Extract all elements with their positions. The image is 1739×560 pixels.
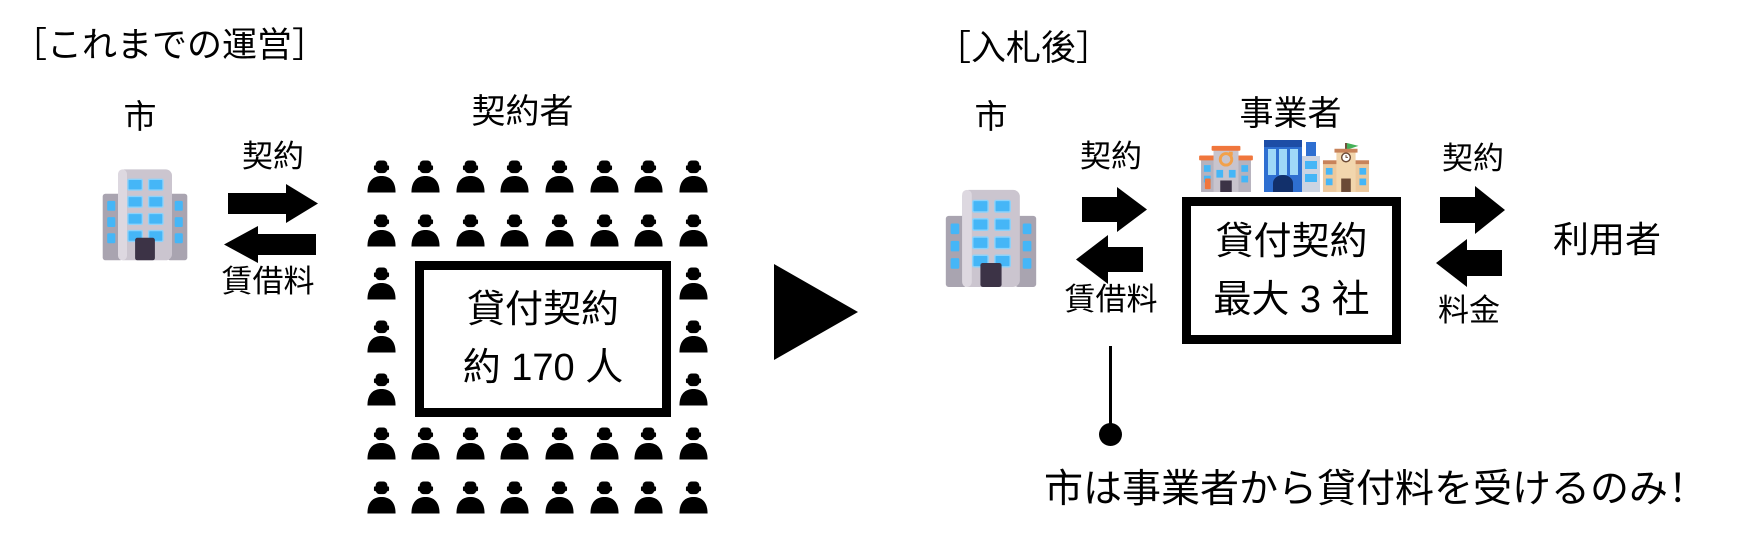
person-icon [366, 160, 397, 193]
person-icon [455, 214, 486, 247]
right-city-label: 市 [974, 98, 1008, 135]
person-icon [366, 481, 397, 514]
person-icon [499, 427, 530, 460]
user-arrow-left-icon [1436, 239, 1502, 287]
person-icon [678, 373, 709, 406]
operators-label: 事業者 [1239, 95, 1342, 133]
person-icon [410, 214, 441, 247]
person-icon [410, 481, 441, 514]
right-arrow-right-icon [1082, 187, 1147, 232]
left-contract-label: 契約 [242, 139, 304, 174]
note-text: 市は事業者から貸付料を受けるのみ！ [1044, 468, 1708, 511]
left-city-label: 市 [123, 98, 157, 135]
school-icon [1322, 142, 1370, 192]
person-icon [633, 481, 664, 514]
left-arrow-right-icon [228, 184, 318, 223]
person-icon [455, 427, 486, 460]
fee-label: 料金 [1438, 293, 1500, 328]
right-lease-contract-box: 貸付契約 最大 3 社 [1182, 197, 1401, 344]
transition-triangle-icon [774, 264, 858, 360]
left-box-line2: 約 170 人 [462, 347, 624, 389]
left-lease-contract-box: 貸付契約 約 170 人 [415, 261, 671, 417]
left-arrow-left-icon [224, 226, 316, 263]
city-building-icon [942, 187, 1040, 287]
callout-dot [1099, 423, 1122, 446]
person-icon [455, 160, 486, 193]
person-icon [366, 373, 397, 406]
right-box-line1: 貸付契約 [1215, 220, 1368, 263]
person-icon [455, 481, 486, 514]
person-icon [678, 427, 709, 460]
person-icon [589, 214, 620, 247]
user-arrow-right-icon [1440, 186, 1505, 234]
person-icon [366, 214, 397, 247]
person-icon [544, 160, 575, 193]
person-icon [678, 214, 709, 247]
person-icon [633, 160, 664, 193]
person-icon [544, 427, 575, 460]
person-icon [633, 427, 664, 460]
city-building-icon [100, 166, 190, 261]
person-icon [410, 427, 441, 460]
person-icon [589, 481, 620, 514]
person-icon [410, 160, 441, 193]
person-icon [678, 160, 709, 193]
left-section-title: ［これまでの運営］ [12, 26, 328, 65]
post-office-icon [1199, 144, 1253, 192]
person-icon [366, 267, 397, 300]
department-store-icon [1260, 138, 1322, 192]
person-icon [366, 427, 397, 460]
user-contract-label: 契約 [1442, 141, 1504, 176]
person-icon [544, 481, 575, 514]
right-box-line2: 最大 3 社 [1213, 278, 1370, 321]
person-icon [366, 320, 397, 353]
person-icon [678, 320, 709, 353]
left-rent-label: 賃借料 [221, 264, 315, 299]
person-icon [544, 214, 575, 247]
left-box-line1: 貸付契約 [466, 289, 619, 331]
right-section-title: ［入札後］ [936, 29, 1112, 68]
person-icon [678, 267, 709, 300]
person-icon [633, 214, 664, 247]
callout-line [1109, 346, 1112, 424]
person-icon [499, 214, 530, 247]
person-icon [589, 427, 620, 460]
person-icon [678, 481, 709, 514]
contractors-label: 契約者 [471, 93, 574, 131]
person-icon [589, 160, 620, 193]
right-rent-label: 賃借料 [1064, 282, 1158, 317]
person-icon [499, 160, 530, 193]
person-icon [499, 481, 530, 514]
users-label: 利用者 [1553, 219, 1662, 260]
right-contract-label: 契約 [1080, 139, 1142, 174]
right-arrow-left-icon [1076, 235, 1143, 284]
